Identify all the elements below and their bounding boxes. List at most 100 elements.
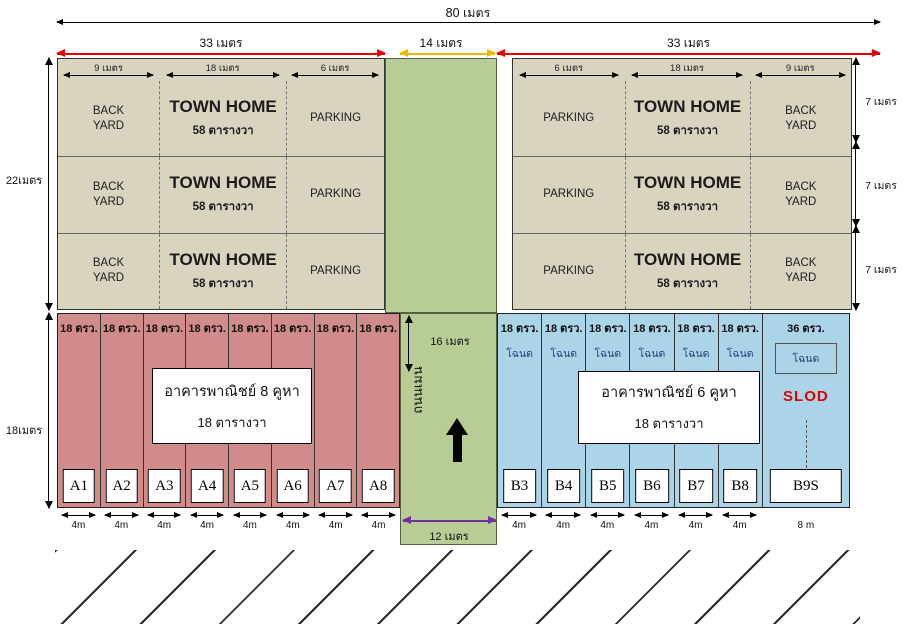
dim-top-height-label: 22เมตร (5, 175, 43, 187)
deed-box: โฉนด (774, 343, 837, 374)
dim-row2-height-label: 7 เมตร (865, 180, 897, 192)
parking-cell: PARKING (286, 233, 384, 309)
col-dim-arrow (631, 72, 744, 78)
col-dim-parking: 6 เมตร (513, 59, 625, 83)
commercial-a-title: อาคารพาณิชย์ 8 คูหา (164, 383, 300, 400)
col-dim-label: 18 เมตร (205, 63, 240, 74)
plot-unit-label: A7 (319, 469, 352, 503)
townhome-label: TOWN HOME (633, 173, 742, 193)
main-road-upper (385, 58, 497, 313)
road-name-label: ถนนเมน (410, 366, 425, 414)
commercial-a-overlay: อาคารพาณิชย์ 8 คูหา 18 ตารางวา (152, 368, 312, 444)
commercial-b-overlay: อาคารพาณิชย์ 6 คูหา 18 ตารางวา (578, 371, 760, 444)
commercial-b-title: อาคารพาณิชย์ 6 คูหา (601, 385, 737, 401)
width-arrow (589, 512, 625, 518)
backyard-label: YARD (785, 119, 817, 132)
width-label: 4m (200, 520, 215, 531)
plot-unit-label: A6 (276, 469, 309, 503)
width-label: 4m (600, 520, 615, 531)
col-dim-label: 6 เมตร (554, 63, 584, 74)
townhome-area-label: 58 ตารางวา (657, 201, 719, 214)
plot-area-label: 18 ตรว. (359, 323, 397, 335)
townhome-area-label: 58 ตารางวา (192, 277, 254, 290)
slod-note: SLOD (783, 388, 829, 405)
plot-area-label: 18 ตรว. (500, 323, 539, 335)
width-arrow (633, 512, 669, 518)
plot-unit-label: A3 (148, 469, 181, 503)
commercial-b-area: 18 ตารางวา (634, 416, 704, 431)
width-b7: 4m (674, 511, 718, 537)
parking-label: PARKING (543, 188, 595, 201)
width-label: 4m (71, 520, 86, 531)
plot-unit-label: A5 (233, 469, 267, 503)
townhome-area-label: 58 ตารางวา (192, 201, 254, 214)
backyard-label: BACK (92, 257, 125, 270)
backyard-label: BACK (785, 257, 817, 270)
width-label: 4m (157, 520, 172, 531)
townhome-cell: TOWN HOME 58 ตารางวา (159, 81, 286, 157)
plot-unit-label: B5 (591, 469, 625, 503)
width-label: 4m (242, 520, 257, 531)
col-dim-label: 18 เมตร (670, 63, 705, 74)
townhome-label: TOWN HOME (169, 173, 277, 193)
width-b5: 4m (585, 511, 629, 537)
parking-cell: PARKING (513, 81, 625, 156)
deed-label: โฉนด (550, 348, 578, 360)
backyard-label: YARD (785, 195, 817, 208)
plot-unit-label: B7 (679, 469, 713, 503)
width-arrow (232, 512, 267, 518)
width-arrow (545, 512, 581, 518)
width-a1: 4m (57, 511, 100, 537)
dim-road-bottom-arrow (402, 516, 497, 524)
plot-area-label: 18 ตรว. (316, 323, 355, 335)
parking-cell: PARKING (513, 234, 625, 309)
plot-area-label: 18 ตรว. (102, 323, 141, 335)
width-arrow (189, 512, 224, 518)
col-dim-backyard: 9 เมตร (58, 59, 159, 83)
arrow-head (446, 418, 468, 435)
dim-road-mid-arrow (405, 315, 413, 372)
col-dim-arrow (518, 72, 620, 78)
width-b9s: 8 m (762, 511, 850, 537)
townhome-label: TOWN HOME (169, 97, 277, 117)
parking-cell: PARKING (513, 157, 625, 232)
dim-row1-height-arrow (852, 57, 860, 143)
dim-row2-height-arrow (852, 141, 860, 227)
north-direction-arrow (446, 418, 468, 462)
width-a6: 4m (271, 511, 314, 537)
plot-split-dashline (805, 420, 807, 468)
deed-label: โฉนด (506, 348, 533, 360)
width-label: 8 m (797, 520, 815, 531)
width-label: 4m (556, 520, 571, 531)
width-arrow (361, 512, 396, 518)
plot-area-label: 18 ตรว. (633, 323, 671, 335)
col-dim-label: 9 เมตร (785, 63, 815, 74)
col-dim-label: 9 เมตร (94, 63, 123, 74)
commercial-a-area: 18 ตารางวา (197, 414, 267, 430)
col-dim-arrow (165, 72, 280, 78)
plot-area-label: 18 ตรว. (721, 323, 759, 335)
deed-label: โฉนด (638, 348, 666, 360)
backyard-label: BACK (92, 104, 125, 117)
parking-label: PARKING (310, 188, 362, 201)
plot-area-label: 18 ตรว. (677, 323, 715, 335)
dim-total-width-arrow (56, 19, 881, 25)
plot-area-label: 18 ตรว. (544, 323, 583, 335)
plot-area-label: 36 ตรว. (787, 323, 825, 335)
width-a4: 4m (186, 511, 229, 537)
dim-road-mid-label: 16 เมตร (430, 336, 470, 348)
townhome-area-label: 58 ตารางวา (192, 125, 254, 138)
dim-road-top-label: 14 เมตร (419, 36, 463, 50)
plot-b9s: 36 ตรว. โฉนด SLOD B9S (761, 314, 849, 507)
parking-label: PARKING (543, 264, 595, 277)
